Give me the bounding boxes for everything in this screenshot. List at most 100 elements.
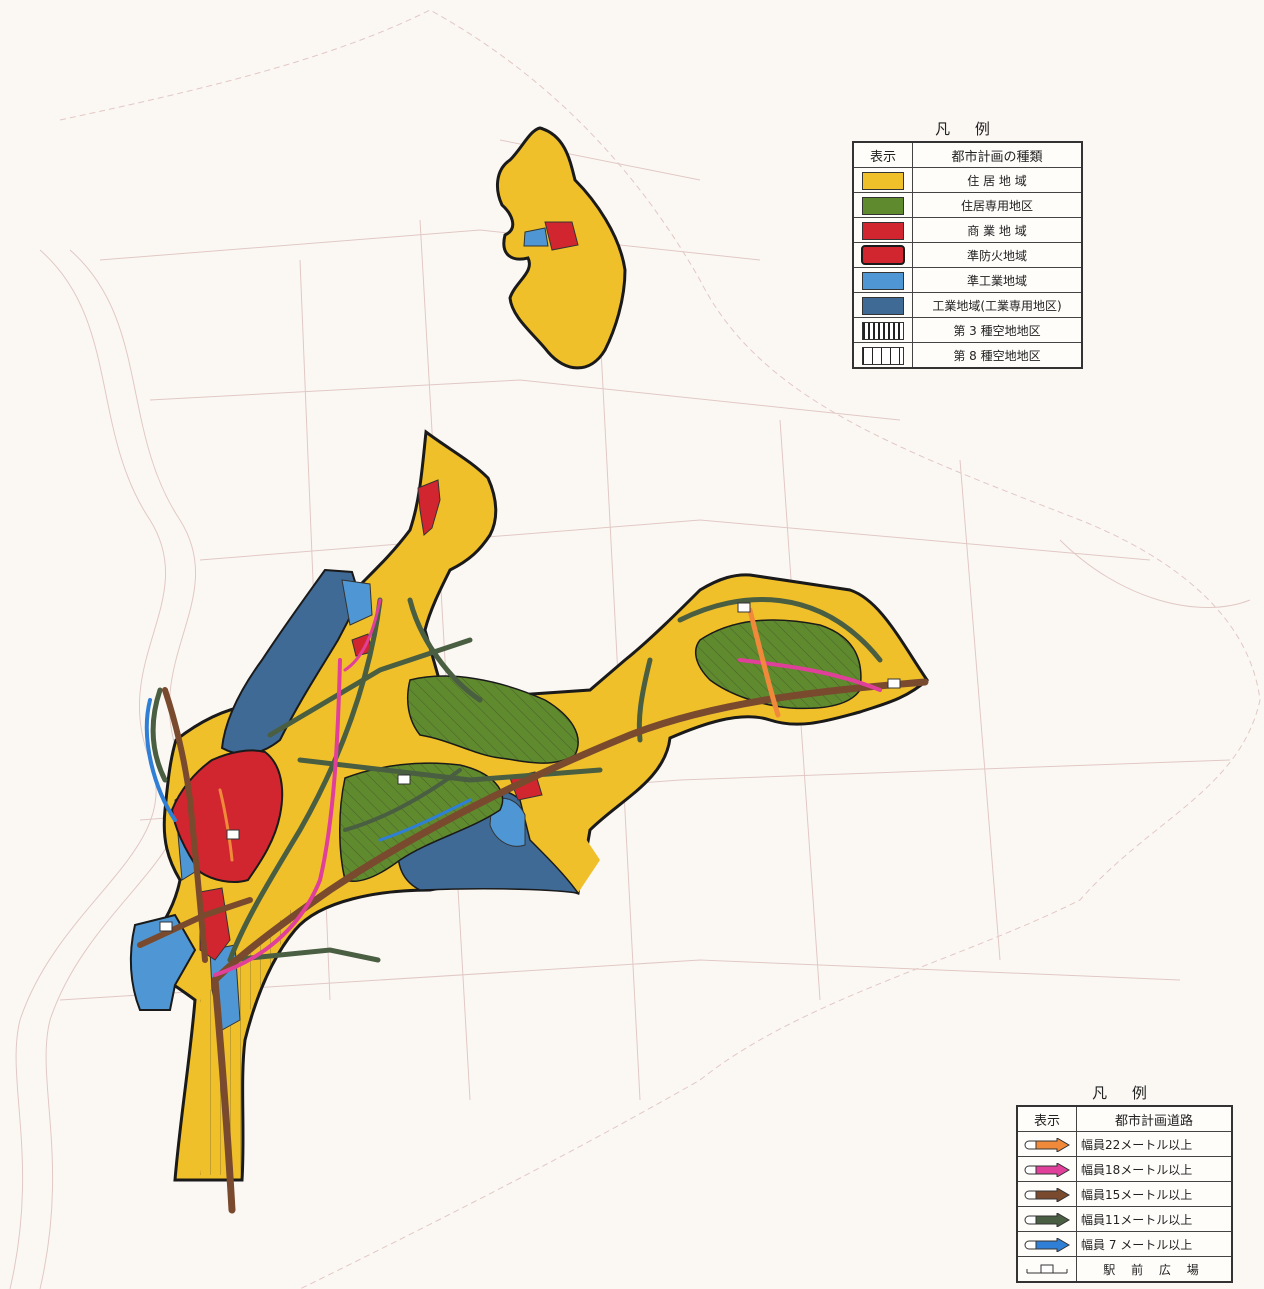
- base-road: [199, 519, 1151, 561]
- station-plaza-icon: [226, 829, 240, 840]
- legend-title: 凡 例: [1092, 1084, 1157, 1102]
- legend-label: 幅員11メートル以上: [1076, 1206, 1233, 1232]
- base-map: [9, 9, 1261, 1289]
- legend-row-semi-industrial: 準工業地域: [852, 267, 1083, 293]
- legend-label: 住居専用地区: [912, 192, 1083, 218]
- zoning-legend: 凡 例 表示 都市計画の種類 住 居 地 域 住居専用地区 商 業 地 域 準防…: [852, 118, 1083, 369]
- road-legend: 凡 例 表示 都市計画道路 幅員22メートル以上 幅員18メートル以上 幅員15…: [1016, 1082, 1233, 1283]
- industrial-zone: [220, 568, 362, 756]
- road-legend-table: 表示 都市計画道路 幅員22メートル以上 幅員18メートル以上 幅員15メートル…: [1016, 1105, 1233, 1283]
- legend-row-eighth-class-open-space: 第 8 種空地地区: [852, 342, 1083, 369]
- road-11m: [407, 597, 483, 703]
- road-11m: [150, 687, 168, 783]
- legend-header-type: 都市計画の種類: [912, 141, 1083, 168]
- legend-row-third-class-open-space: 第 3 種空地地区: [852, 317, 1083, 343]
- arrow-icon: [1024, 1238, 1070, 1252]
- legend-label: 幅員 7 メートル以上: [1076, 1231, 1233, 1257]
- base-road: [419, 219, 471, 1101]
- industrial-swatch: [862, 296, 904, 315]
- road-11m: [343, 768, 462, 832]
- road-18m: [738, 658, 882, 692]
- arrow-icon: [1024, 1188, 1070, 1202]
- third-class-open-space: [407, 676, 579, 764]
- zoning-legend-table: 表示 都市計画の種類 住 居 地 域 住居専用地区 商 業 地 域 準防火地域 …: [852, 141, 1083, 369]
- road-11m: [677, 597, 883, 663]
- base-road: [959, 459, 1001, 961]
- station-plazas: [159, 602, 901, 932]
- base-road: [1059, 539, 1251, 608]
- base-road: [59, 959, 1181, 1001]
- road-22m: [747, 607, 781, 718]
- semi-industrial-zone: [523, 227, 549, 247]
- legend-label: 準防火地域: [912, 242, 1083, 268]
- semi-industrial-swatch: [862, 271, 904, 290]
- station-plaza-icon: [887, 678, 901, 689]
- station-plaza-icon: [737, 602, 751, 613]
- base-road: [99, 229, 761, 261]
- road-11m: [267, 637, 473, 738]
- legend-label: 第 8 種空地地区: [912, 342, 1083, 369]
- city-boundary: [59, 9, 1261, 1289]
- legend-row-road-7m: 幅員 7 メートル以上: [1016, 1231, 1233, 1257]
- arrow-icon: [1024, 1138, 1070, 1152]
- main-zones: [129, 429, 929, 1182]
- sparse-stripes-swatch: [862, 346, 904, 365]
- arrow-icon: [1024, 1213, 1070, 1227]
- road-7m: [378, 798, 472, 842]
- legend-header-type: 都市計画道路: [1076, 1105, 1233, 1132]
- river-bank: [9, 249, 167, 1289]
- dense-stripes-swatch: [862, 321, 904, 340]
- road-11m: [297, 757, 603, 783]
- legend-header-row: 表示 都市計画の種類: [852, 141, 1083, 168]
- road-15m: [211, 678, 929, 984]
- north-enclave: [496, 126, 627, 370]
- legend-header-symbol: 表示: [1016, 1105, 1077, 1132]
- road-18m: [343, 598, 382, 672]
- legend-label: 幅員18メートル以上: [1076, 1156, 1233, 1182]
- road-7m: [144, 698, 177, 822]
- legend-row-industrial: 工業地域(工業専用地区): [852, 292, 1083, 318]
- exclusive-residential-swatch: [862, 196, 904, 215]
- road-15m: [137, 897, 253, 948]
- legend-title: 凡 例: [935, 120, 1000, 138]
- commercial-zone: [199, 887, 231, 961]
- road-11m: [227, 597, 383, 963]
- legend-row-road-11m: 幅員11メートル以上: [1016, 1206, 1233, 1232]
- legend-row-station-plaza: 駅 前 広 場: [1016, 1256, 1233, 1283]
- commercial-swatch: [862, 221, 904, 240]
- road-11m: [227, 947, 381, 963]
- legend-row-road-15m: 幅員15メートル以上: [1016, 1181, 1233, 1207]
- legend-row-fire-prevention: 準防火地域: [852, 242, 1083, 268]
- legend-row-road-18m: 幅員18メートル以上: [1016, 1156, 1233, 1182]
- legend-label: 準工業地域: [912, 267, 1083, 293]
- legend-header-row: 表示 都市計画道路: [1016, 1105, 1233, 1132]
- legend-row-road-22m: 幅員22メートル以上: [1016, 1131, 1233, 1157]
- semi-industrial-zone: [341, 579, 373, 626]
- road-22m: [218, 788, 234, 862]
- legend-label: 工業地域(工業専用地区): [912, 292, 1083, 318]
- legend-label: 幅員15メートル以上: [1076, 1181, 1233, 1207]
- legend-label: 住 居 地 域: [912, 167, 1083, 193]
- planned-roads: [137, 597, 929, 1214]
- base-road: [149, 379, 901, 421]
- road-18m: [213, 658, 342, 977]
- legend-label: 第 3 種空地地区: [912, 317, 1083, 343]
- station-plaza-icon: [159, 921, 173, 932]
- legend-row-commercial: 商 業 地 域: [852, 217, 1083, 243]
- road-15m: [211, 976, 236, 1214]
- road-15m: [162, 687, 208, 963]
- legend-header-symbol: 表示: [852, 141, 913, 168]
- residential-swatch: [862, 171, 904, 190]
- commercial-zone: [544, 221, 579, 251]
- legend-row-exclusive-residential: 住居専用地区: [852, 192, 1083, 218]
- legend-row-residential: 住 居 地 域: [852, 167, 1083, 193]
- commercial-zone: [417, 479, 441, 536]
- legend-label: 駅 前 広 場: [1076, 1256, 1233, 1283]
- legend-label: 幅員22メートル以上: [1076, 1131, 1233, 1157]
- arrow-icon: [1024, 1163, 1070, 1177]
- fire-prevention-swatch: [861, 245, 905, 266]
- legend-label: 商 業 地 域: [912, 217, 1083, 243]
- station-plaza-icon: [397, 774, 411, 785]
- station-plaza-icon: [1026, 1264, 1068, 1274]
